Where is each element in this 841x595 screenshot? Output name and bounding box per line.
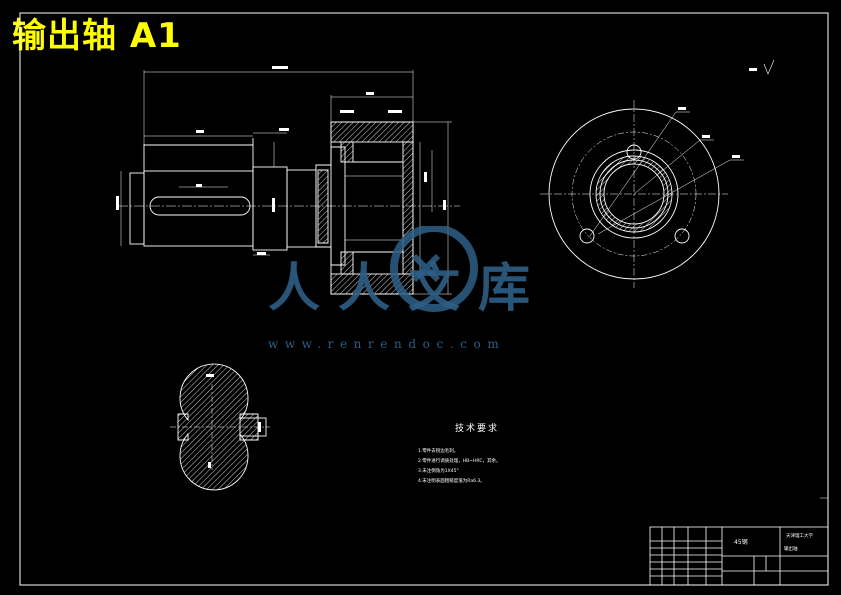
- title-block-drawing-name: 输出轴: [784, 547, 798, 552]
- tech-requirement-item: 3.未注倒角为1X45°: [418, 469, 459, 474]
- shaft-main-view: [116, 66, 460, 295]
- section-a-a: [170, 363, 270, 491]
- flange-end-view: [540, 59, 775, 288]
- tech-requirement-item: 4.未注明表面粗糙度值为Ra6.3。: [418, 479, 485, 484]
- title-block-material: 45钢: [734, 539, 748, 546]
- tech-requirement-item: 1.零件去锐边毛刺。: [418, 449, 459, 454]
- title-block: [649, 497, 829, 586]
- tech-requirement-item: 2.零件进行调质处理，HB~HRC，其余。: [418, 459, 501, 464]
- watermark-url: www.renrendoc.com: [268, 337, 506, 351]
- sheet-border: [19, 12, 829, 586]
- tech-requirements-heading: 技术要求: [455, 424, 500, 434]
- tech-requirements-list: 1.零件去锐边毛刺。 2.零件进行调质处理，HB~HRC，其余。 3.未注倒角为…: [418, 447, 500, 487]
- drawing-title: 输出轴 A1: [12, 16, 182, 56]
- title-block-school: 天津理工大学: [786, 534, 813, 539]
- watermark-logo: [390, 226, 478, 312]
- watermark-chars: 人人文库: [268, 258, 549, 319]
